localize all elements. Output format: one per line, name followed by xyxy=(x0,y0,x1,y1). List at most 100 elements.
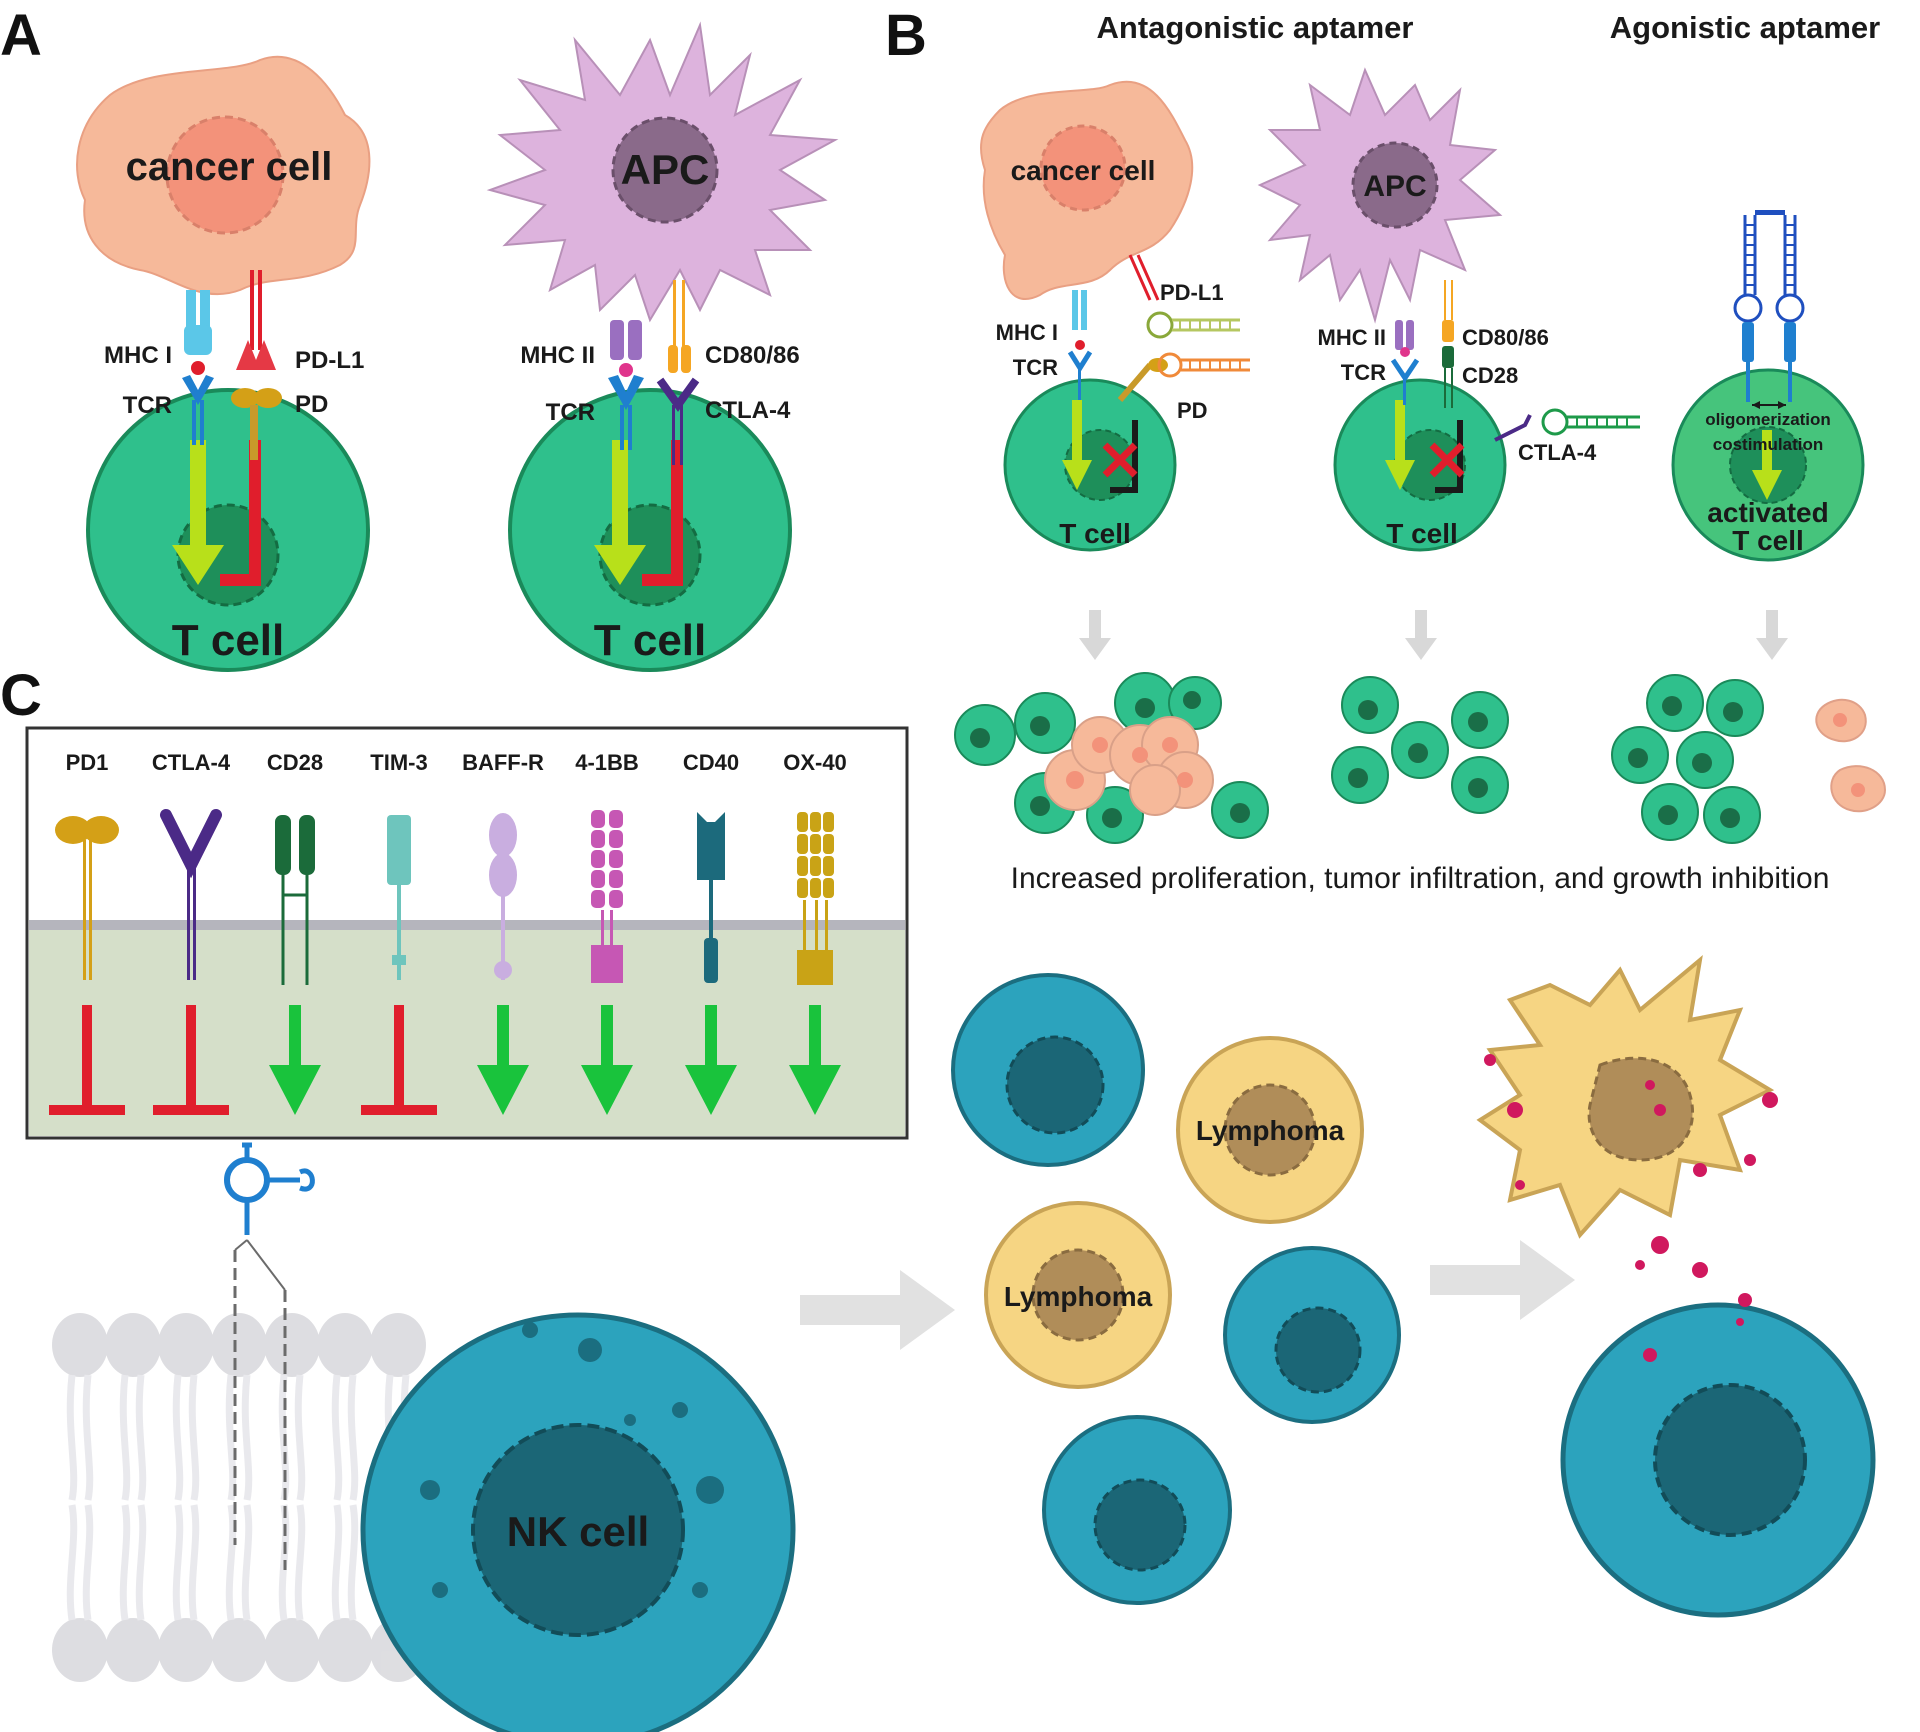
cd8086-label-b: CD80/86 xyxy=(1462,325,1549,350)
receptor-ox-40: OX-40 xyxy=(783,750,847,1115)
tcr2-label-a: TCR xyxy=(546,399,595,426)
activate-symbol xyxy=(581,1005,633,1115)
dying-lymphoma-cell xyxy=(1476,955,1778,1278)
receptor-box-cytoplasm xyxy=(29,927,905,1136)
outcome-group-3 xyxy=(1611,674,1887,844)
nk-cell-small-2 xyxy=(1223,1246,1401,1424)
flow-arrow-2 xyxy=(1430,1240,1575,1320)
mhc2-receptor-a xyxy=(610,320,642,377)
pdl1-receptor-a xyxy=(236,270,276,370)
apc-cell xyxy=(486,21,839,323)
cancer-cell-b-nucleus xyxy=(1039,124,1127,212)
pdl1-label-b: PD-L1 xyxy=(1160,280,1224,305)
costimulation-label: costimulation xyxy=(1713,435,1824,454)
receptor-cd40: CD40 xyxy=(683,750,739,1115)
ctla4-label-a: CTLA-4 xyxy=(705,397,791,424)
pdl1-aptamer-b xyxy=(1128,254,1240,339)
cancer-cell-nucleus xyxy=(165,115,285,235)
receptor-label: CTLA-4 xyxy=(152,750,231,775)
cd8086-label-a: CD80/86 xyxy=(705,342,800,369)
down-arrow-b1 xyxy=(1079,610,1111,660)
mhc2-label-b: MHC II xyxy=(1318,325,1386,350)
receptor-label: CD28 xyxy=(267,750,323,775)
lipid-anchored-aptamer xyxy=(224,1142,315,1570)
activation-arrow-a1 xyxy=(172,440,224,585)
apc-b-label: APC xyxy=(1363,170,1426,203)
cd8086-cd28-b xyxy=(1442,280,1454,408)
mhc2-receptor-b xyxy=(1390,320,1420,405)
receptor-label: OX-40 xyxy=(783,750,847,775)
inhibit-symbol xyxy=(186,1005,196,1105)
antagonistic-heading: Antagonistic aptamer xyxy=(1097,10,1414,45)
pdl1-label-a: PD-L1 xyxy=(295,347,364,374)
activated-tcell-label: T cell xyxy=(1732,525,1804,556)
receptor-label: PD1 xyxy=(66,750,109,775)
tcr-receptor-a2 xyxy=(608,375,644,450)
receptor-4-1bb: 4-1BB xyxy=(575,750,639,1115)
panel-b-letter: B xyxy=(885,3,927,68)
down-arrow-b3 xyxy=(1756,610,1788,660)
inhibition-bar-a2 xyxy=(642,440,683,586)
lymphoma-label-1: Lymphoma xyxy=(1196,1115,1345,1146)
receptor-box-membrane xyxy=(29,920,905,930)
lymphoma-cell-1 xyxy=(1176,1036,1364,1224)
cancer-cell-b-label: cancer cell xyxy=(1011,155,1156,186)
outcome-group-1 xyxy=(954,672,1269,844)
receptor-label: CD40 xyxy=(683,750,739,775)
mhc1-label-a: MHC I xyxy=(104,342,172,369)
ctla4-aptamer-b xyxy=(1494,408,1640,442)
tcr2-label-b: TCR xyxy=(1341,360,1386,385)
pd-aptamer-b xyxy=(1117,352,1250,402)
outcome-caption: Increased proliferation, tumor infiltrat… xyxy=(1011,862,1830,895)
nk-cell-large xyxy=(360,1312,796,1732)
cd8086-receptor-a xyxy=(668,280,691,373)
block-cross-b2 xyxy=(1429,442,1465,478)
nk-cell-attacking xyxy=(1560,1293,1876,1618)
activate-symbol xyxy=(477,1005,529,1115)
cd28-label-b: CD28 xyxy=(1462,363,1518,388)
ctla4-label-b: CTLA-4 xyxy=(1518,440,1597,465)
receptor-row: PD1 CTLA-4 CD28 TIM-3 BAFF-R 4-1BB CD40 OX-40 xyxy=(49,750,847,1115)
panel-a-letter: A xyxy=(0,3,42,68)
tcr1-label-a: TCR xyxy=(123,392,172,419)
receptor-ctla-4: CTLA-4 xyxy=(152,750,231,1115)
pd-label-b: PD xyxy=(1177,398,1208,423)
nk-cell-label: NK cell xyxy=(507,1508,649,1555)
mhc1-receptor-a xyxy=(184,290,212,375)
apc-label: APC xyxy=(621,146,710,193)
panel-a: A cancer cell APC T cell T cell xyxy=(0,3,839,672)
inhibit-symbol xyxy=(394,1005,404,1105)
lymphoma-cell-2 xyxy=(984,1201,1172,1389)
cancer-cell-label: cancer cell xyxy=(126,145,333,189)
activate-symbol xyxy=(789,1005,841,1115)
agonistic-aptamer xyxy=(1733,210,1805,409)
lymphoma-label-2: Lymphoma xyxy=(1004,1281,1153,1312)
ctla4-receptor-a xyxy=(656,377,700,465)
activation-arrow-b1 xyxy=(1062,400,1092,490)
tcell-b2-nucleus xyxy=(1394,429,1466,501)
apc-nucleus xyxy=(611,116,719,224)
pd-receptor-a xyxy=(231,388,282,460)
activation-arrow-b3 xyxy=(1752,430,1782,500)
receptor-pd1: PD1 xyxy=(49,750,125,1115)
receptor-baff-r: BAFF-R xyxy=(462,750,544,1115)
block-cross-b1 xyxy=(1102,442,1138,478)
panel-b: B Antagonistic aptamer Agonistic aptamer… xyxy=(885,3,1887,895)
tcell-b1-label: T cell xyxy=(1059,518,1131,549)
activation-arrow-a2 xyxy=(594,440,646,585)
flow-arrow-1 xyxy=(800,1270,955,1350)
mhc2-label-a: MHC II xyxy=(520,342,595,369)
activate-symbol xyxy=(685,1005,737,1115)
receptor-label: TIM-3 xyxy=(370,750,427,775)
activate-symbol xyxy=(269,1005,321,1115)
receptor-tim-3: TIM-3 xyxy=(361,750,437,1115)
receptor-label: 4-1BB xyxy=(575,750,639,775)
nk-cell-small-1 xyxy=(951,973,1145,1167)
tcell-2-label: T cell xyxy=(594,616,707,665)
mhc1-label-b: MHC I xyxy=(996,320,1058,345)
receptor-label: BAFF-R xyxy=(462,750,544,775)
panel-c-letter: C xyxy=(0,663,42,728)
inhibition-bar-b1 xyxy=(1110,420,1138,493)
inhibit-symbol xyxy=(82,1005,92,1105)
